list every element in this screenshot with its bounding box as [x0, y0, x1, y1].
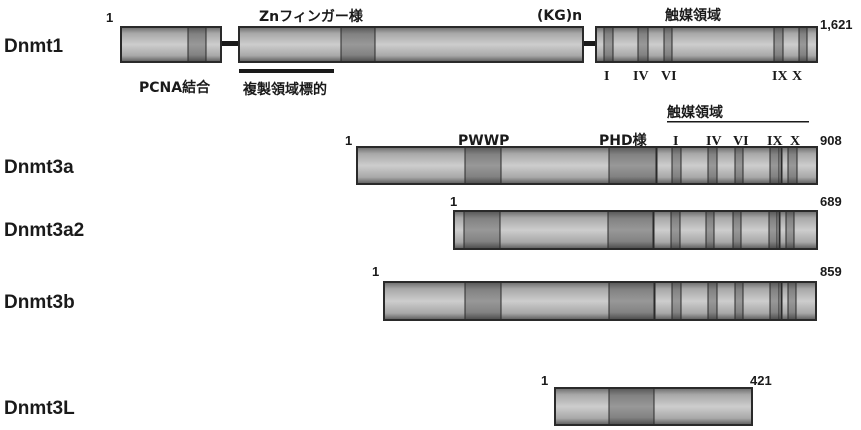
motif-band-i [603, 26, 614, 63]
motif-band-x [785, 210, 795, 250]
kg-repeat-label: (KG)n [537, 8, 582, 24]
protein-row-dnmt3b: Dnmt3b 1 859 [4, 264, 842, 321]
motif-band-vi [734, 281, 744, 321]
pwwp-label: PWWP [458, 133, 509, 149]
end-residue-label: 1,621 [820, 17, 853, 32]
replication-targeting-bar [239, 69, 334, 73]
phd-like-domain [608, 281, 655, 321]
domain-segment [356, 146, 818, 185]
protein-row-dnmt1: Dnmt1 1 1,621 Znフィンガー様 (KG)n 触媒領域 PC [4, 7, 853, 98]
motif-label-i: I [673, 134, 678, 149]
end-residue-label: 421 [750, 373, 772, 388]
phd-like-domain [607, 210, 654, 250]
domain-outline [554, 387, 753, 426]
dnmt3a2-box [453, 210, 818, 250]
replication-targeting-label: 複製領域標的 [242, 81, 327, 98]
start-residue-label: 1 [541, 373, 548, 388]
motif-band-ix [768, 210, 778, 250]
segment-divider [655, 146, 658, 185]
domain-outline [120, 26, 222, 63]
kg-repeat-linker [583, 41, 596, 46]
motif-label-ix: IX [772, 69, 788, 84]
protein-row-dnmt3a2: Dnmt3a2 1 689 [4, 194, 842, 250]
motif-band-vi [732, 210, 742, 250]
motif-band-ix [769, 146, 780, 185]
dnmt3b-box [383, 281, 817, 321]
linker-segment [221, 41, 239, 46]
segment-divider [653, 281, 656, 321]
dnmt3l-box [554, 387, 753, 426]
protein-name: Dnmt3L [4, 398, 75, 419]
motif-band-i [671, 281, 682, 321]
motif-band-x [787, 146, 798, 185]
motif-band-vi [663, 26, 673, 63]
dnmt3a-box [356, 146, 818, 185]
end-residue-label: 859 [820, 264, 842, 279]
phd-like-domain [608, 146, 657, 185]
motif-band-iv [705, 210, 715, 250]
domain-segment [383, 281, 817, 321]
phd-like-label: PHD様 [599, 132, 648, 149]
domain-outline [238, 26, 584, 63]
zn-finger-domain [340, 26, 376, 63]
motif-label-iv: IV [706, 134, 722, 149]
motif-label-vi: VI [733, 134, 749, 149]
motif-band-x [798, 26, 808, 63]
protein-name: Dnmt3b [4, 292, 75, 313]
protein-row-dnmt3l: Dnmt3L 1 421 [4, 373, 772, 426]
zn-finger-label: Znフィンガー様 [259, 8, 364, 25]
motif-band-ix [773, 26, 784, 63]
segment-divider [780, 281, 783, 321]
motif-band-i [671, 146, 682, 185]
domain-segment [238, 26, 584, 63]
motif-band-x [787, 281, 797, 321]
end-residue-label: 908 [820, 133, 842, 148]
dnmt1-box-n-terminal [120, 26, 222, 63]
motif-band-iv [707, 146, 718, 185]
domain-outline [453, 210, 818, 250]
dnmt1-catalytic-box [595, 26, 818, 63]
start-residue-label: 1 [106, 10, 113, 25]
motif-band-iv [707, 281, 718, 321]
domain-outline [595, 26, 818, 63]
pwwp-domain [464, 146, 502, 185]
end-residue-label: 689 [820, 194, 842, 209]
start-residue-label: 1 [450, 194, 457, 209]
start-residue-label: 1 [345, 133, 352, 148]
motif-band-vi [734, 146, 744, 185]
motif-band-i [670, 210, 681, 250]
protein-name: Dnmt1 [4, 36, 64, 57]
motif-band-ix [769, 281, 780, 321]
protein-row-dnmt3a: Dnmt3a 1 908 触媒領域 PWWP PHD様 I IV VI IX X [4, 104, 842, 185]
protein-name: Dnmt3a [4, 157, 74, 178]
domain-outline [383, 281, 817, 321]
catalytic-domain-bracket [667, 121, 809, 123]
phd-like-domain [608, 387, 655, 426]
protein-name: Dnmt3a2 [4, 220, 84, 241]
catalytic-domain-label: 触媒領域 [664, 7, 721, 24]
segment-divider [778, 210, 781, 250]
motif-label-i: I [604, 69, 609, 84]
segment-divider [652, 210, 655, 250]
domain-outline [356, 146, 818, 185]
domain-segment [595, 26, 818, 63]
pwwp-domain [463, 210, 501, 250]
motif-label-iv: IV [633, 69, 649, 84]
pwwp-domain [464, 281, 502, 321]
pcna-binding-domain [187, 26, 207, 63]
motif-band-iv [637, 26, 649, 63]
segment-divider [780, 146, 783, 185]
pcna-binding-label: PCNA結合 [139, 79, 211, 96]
motif-label-x: X [790, 134, 800, 149]
motif-label-ix: IX [767, 134, 783, 149]
motif-label-x: X [792, 69, 802, 84]
dnmt1-box-middle [238, 26, 584, 63]
motif-label-vi: VI [661, 69, 677, 84]
start-residue-label: 1 [372, 264, 379, 279]
catalytic-domain-label: 触媒領域 [666, 104, 723, 121]
